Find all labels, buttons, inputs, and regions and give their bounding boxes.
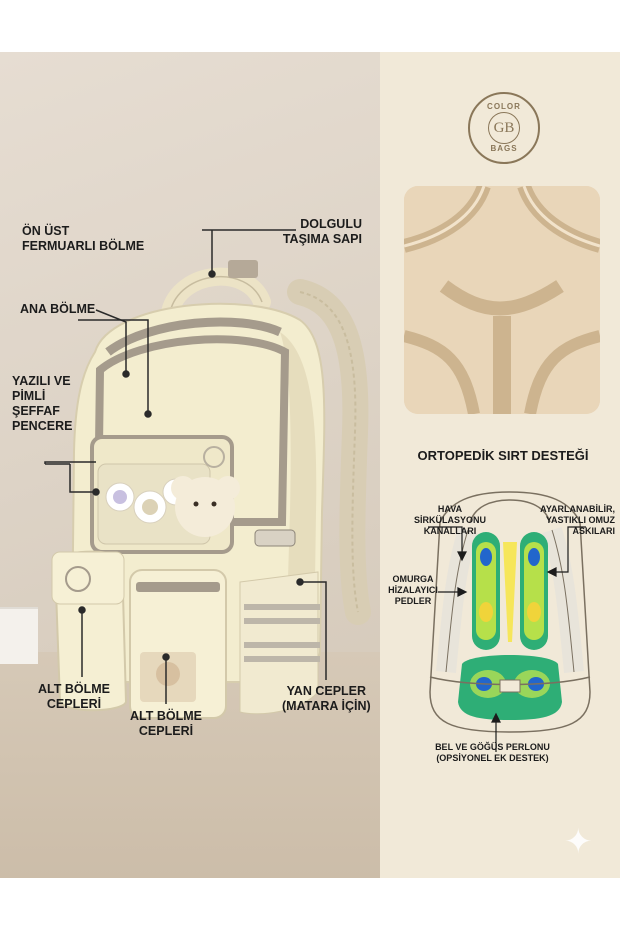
label-padded-handle: DOLGULU TAŞIMA SAPI	[282, 217, 362, 246]
label-front-top-zipper: ÖN ÜST FERMUARLI BÖLME	[22, 224, 145, 253]
label-bottom-pockets-left: ALT BÖLME CEPLERİ	[38, 682, 110, 711]
logo-top-text: COLOR	[487, 102, 521, 111]
cushion-texture	[404, 186, 600, 414]
logo-bottom-text: BAGS	[490, 144, 518, 153]
logo-monogram: GB	[488, 112, 520, 144]
brand-logo: COLOR GB BAGS	[468, 92, 540, 164]
label-waist-chest-belt: BEL VE GÖĞÜS PERLONU (OPSİYONEL EK DESTE…	[435, 742, 550, 763]
orthopedic-support-title: ORTOPEDİK SIRT DESTEĞİ	[417, 448, 589, 463]
back-cushion-closeup	[404, 186, 600, 414]
label-spine-pads: OMURGA HİZALAYICI PEDLER	[388, 574, 438, 606]
label-transparent-window: YAZILI VE PİMLİ ŞEFFAF PENCERE	[12, 374, 73, 433]
product-image: ÖN ÜST FERMUARLI BÖLME DOLGULU TAŞIMA SA…	[0, 52, 620, 878]
book-prop	[0, 607, 38, 664]
backpack-illustration	[44, 229, 371, 719]
label-side-pockets: YAN CEPLER (MATARA İÇİN)	[282, 684, 371, 713]
label-main-compartment: ANA BÖLME	[20, 302, 96, 316]
label-adjustable-straps: AYARLANABİLİR, YASTIKLI OMUZ ASKILARI	[540, 504, 615, 536]
label-air-circulation: HAVA SİRKÜLASYONU KANALLARI	[413, 504, 486, 536]
label-bottom-pockets-center: ALT BÖLME CEPLERİ	[130, 709, 202, 738]
sparkle-icon: ✦	[564, 823, 593, 861]
